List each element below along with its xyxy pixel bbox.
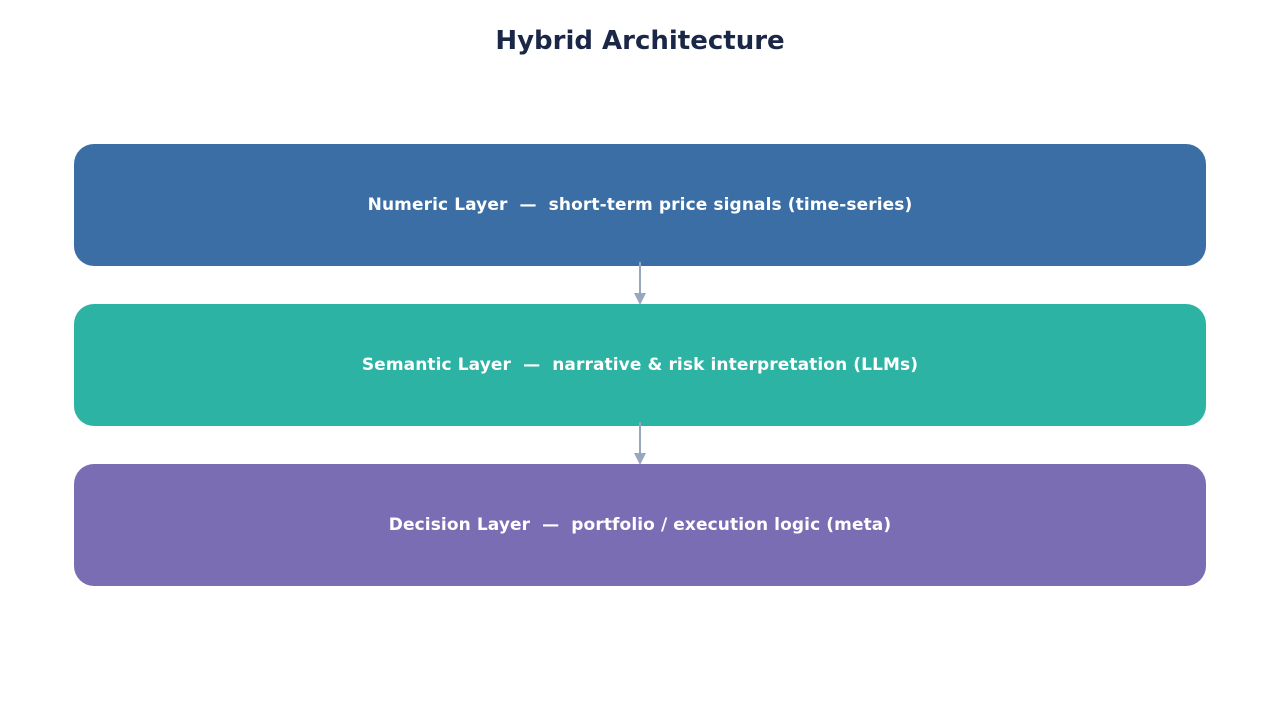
- arrow-down-icon: [634, 262, 646, 305]
- numeric-layer-box: Numeric Layer — short-term price signals…: [74, 144, 1206, 266]
- arrow-down-icon: [634, 422, 646, 465]
- decision-layer-box: Decision Layer — portfolio / execution l…: [74, 464, 1206, 586]
- semantic-layer-label: Semantic Layer — narrative & risk interp…: [361, 355, 919, 375]
- diagram-title: Hybrid Architecture: [495, 26, 785, 56]
- numeric-layer-label: Numeric Layer — short-term price signals…: [367, 195, 913, 215]
- semantic-layer-box: Semantic Layer — narrative & risk interp…: [74, 304, 1206, 426]
- decision-layer-label: Decision Layer — portfolio / execution l…: [388, 515, 892, 535]
